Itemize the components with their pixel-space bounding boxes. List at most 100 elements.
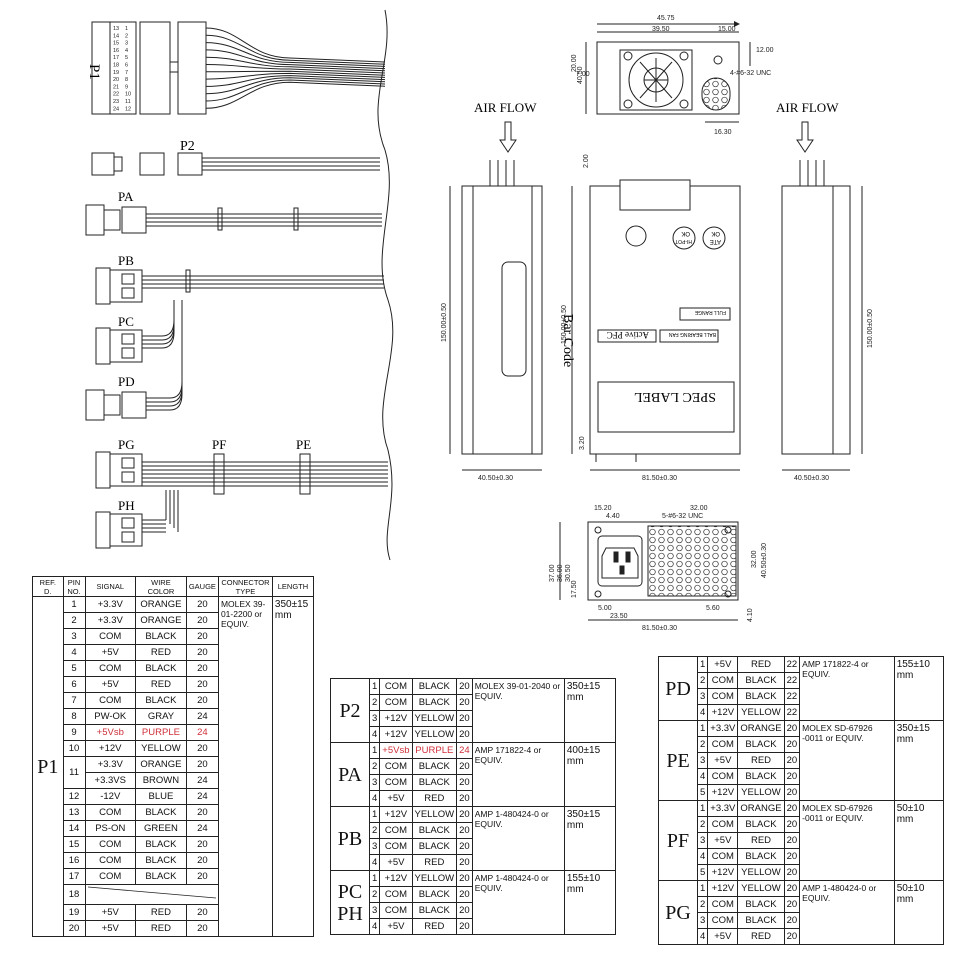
gauge: 24	[185, 772, 219, 789]
wire-color: BLACK	[411, 886, 458, 903]
signal: COM	[707, 672, 739, 689]
wire-color: YELLOW	[135, 740, 187, 757]
signal: COM	[84, 692, 137, 709]
svg-text:40.50: 40.50	[577, 66, 584, 84]
rear-view	[559, 521, 739, 621]
signal: +5V	[379, 918, 413, 935]
signal: +12V	[707, 704, 739, 721]
pd-wire	[146, 300, 183, 399]
wire-color: YELLOW	[737, 704, 785, 721]
wire-color: GRAY	[135, 708, 187, 725]
wire-color: YELLOW	[411, 870, 458, 887]
p1-wire	[205, 49, 386, 70]
hdr-length: LENGTH	[271, 576, 315, 597]
gauge: 20	[456, 886, 473, 903]
wire-color: BLACK	[135, 868, 187, 885]
svg-text:36.00: 36.00	[557, 564, 564, 582]
ref-designator: PE	[658, 720, 698, 801]
svg-text:4-#6-32 UNC: 4-#6-32 UNC	[730, 70, 771, 77]
gauge: 20	[185, 692, 219, 709]
table-p1: REF. D. PIN NO. SIGNAL WIRE COLOR GAUGE …	[32, 576, 315, 937]
signal: +5V	[379, 790, 413, 807]
svg-text:15.20: 15.20	[594, 505, 612, 512]
p1-wire	[205, 34, 386, 65]
label-pb: PB	[118, 253, 134, 268]
signal: PW-OK	[84, 708, 137, 725]
signal: +5V	[379, 854, 413, 871]
connector-type: MOLEX 39-01-2200 or EQUIV.	[217, 596, 273, 937]
pin-number: 3	[696, 912, 709, 929]
pin-number: 3	[368, 902, 381, 919]
signal: COM	[84, 628, 137, 645]
pd-wire	[146, 300, 183, 411]
pg-connector	[95, 451, 143, 489]
gauge: 20	[456, 758, 473, 775]
signal: +3.3V	[84, 596, 137, 613]
wire-color: BLACK	[737, 816, 785, 833]
svg-text:39.50: 39.50	[652, 26, 670, 33]
pin-label: 9	[125, 84, 128, 90]
wire-color: BLACK	[737, 896, 785, 913]
pin-label: 21	[113, 84, 119, 90]
pin-number: 5	[62, 660, 86, 677]
signal: COM	[379, 902, 413, 919]
signal: COM	[379, 822, 413, 839]
hipot-label: HI-POT	[675, 238, 692, 244]
gauge: 20	[783, 784, 801, 801]
ph-connector	[95, 511, 143, 549]
wire-color: YELLOW	[737, 880, 785, 897]
gauge: 20	[456, 838, 473, 855]
hdr-ref: REF. D.	[32, 576, 64, 597]
signal: COM	[707, 688, 739, 705]
wire-color: BLACK	[135, 692, 187, 709]
cable-tie	[217, 207, 223, 231]
gauge: 20	[783, 848, 801, 865]
gauge: 20	[783, 720, 801, 737]
wire-color: RED	[411, 790, 458, 807]
p1-wire	[205, 64, 386, 74]
length: 350±15 mm	[563, 806, 617, 871]
wire-color: RED	[737, 928, 785, 945]
gauge: 20	[185, 756, 219, 773]
wire-color: BLACK	[135, 836, 187, 853]
arrow-right	[796, 121, 814, 153]
hdr-connector: CONNECTOR TYPE	[217, 576, 273, 597]
signal: COM	[379, 838, 413, 855]
p1-wire	[205, 70, 386, 76]
top-dims: 45.75 39.50 15.00 12.00 40.50 20.00 7.00…	[571, 15, 774, 136]
pin-label: 14	[113, 33, 119, 39]
side-dims: 150.00±0.50 150.00±0.50 150.00±0.50 2.00…	[441, 154, 874, 482]
barcode-text: Bar Code	[560, 314, 575, 367]
gauge: 20	[783, 816, 801, 833]
air-flow-left: AIR FLOW	[474, 100, 537, 115]
wire-color: RED	[135, 676, 187, 693]
length: 350±15 mm	[563, 678, 617, 743]
gauge: 22	[783, 672, 801, 689]
ref-designator: PB	[330, 806, 370, 871]
signal: COM	[379, 678, 413, 695]
pin-number: 4	[696, 848, 709, 865]
svg-text:4.10: 4.10	[747, 608, 754, 622]
wire-color: BLACK	[737, 912, 785, 929]
pc-wire	[142, 300, 175, 337]
gauge: 20	[456, 678, 473, 695]
signal: +12V	[707, 880, 739, 897]
pin-number: 20	[62, 920, 86, 937]
pin-number: 4	[368, 726, 381, 743]
wire-color: BLACK	[135, 660, 187, 677]
pin-number: 2	[696, 816, 709, 833]
signal: +3.3V	[84, 756, 137, 773]
pc-connector	[95, 327, 143, 365]
label-p2: P2	[180, 139, 195, 154]
svg-text:40.50±0.30: 40.50±0.30	[794, 475, 829, 482]
pin-number: 6	[62, 676, 86, 693]
gauge: 20	[185, 920, 219, 937]
